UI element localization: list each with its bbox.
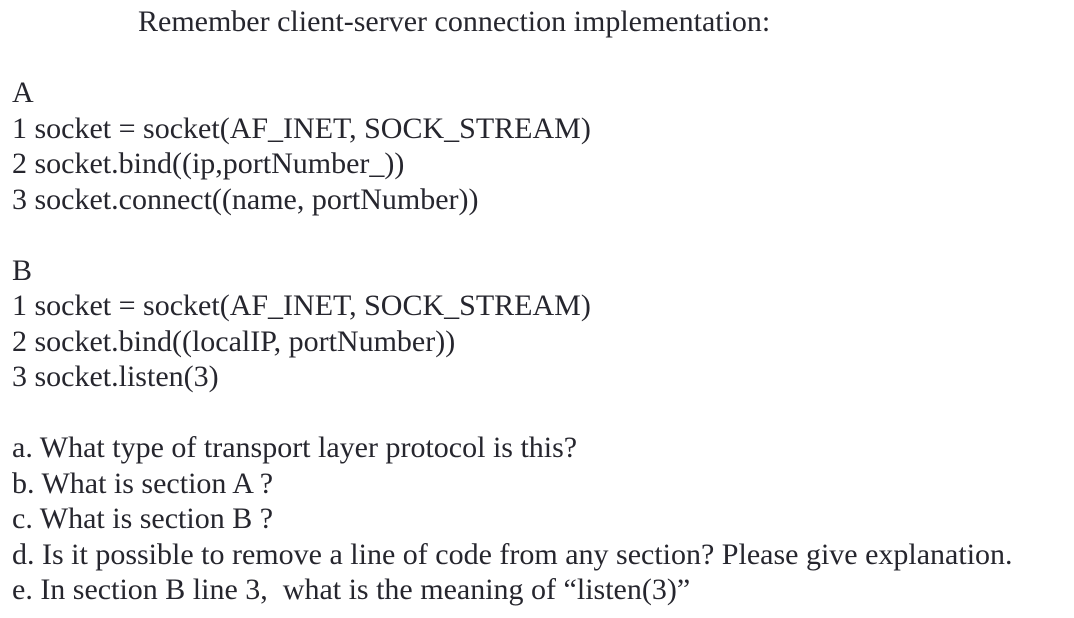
section-a-code-line-2: 2 socket.bind((ip,portNumber_))	[12, 147, 405, 180]
question-a: a. What type of transport layer protocol…	[12, 431, 578, 464]
section-b-code-line-2: 2 socket.bind((localIP, portNumber))	[12, 324, 456, 358]
section-b: B 1 socket = socket(AF_INET, SOCK_STREAM…	[12, 253, 1074, 395]
section-b-code-line-1: 1 socket = socket(AF_INET, SOCK_STREAM)	[12, 289, 591, 322]
blank-line	[12, 40, 1074, 76]
question-d: d. Is it possible to remove a line of co…	[12, 537, 1013, 571]
section-a: A 1 socket = socket(AF_INET, SOCK_STREAM…	[12, 75, 1074, 217]
question-e: e. In section B line 3, what is the mean…	[12, 573, 691, 606]
question-c: c. What is section B ?	[12, 502, 274, 535]
question-list: a. What type of transport layer protocol…	[12, 430, 1074, 608]
section-a-label: A	[12, 76, 34, 109]
section-b-code-line-3: 3 socket.listen(3)	[12, 360, 219, 393]
blank-line	[12, 395, 1074, 431]
question-b: b. What is section A ?	[12, 466, 274, 500]
section-a-code-line-3: 3 socket.connect((name, portNumber))	[12, 182, 479, 216]
section-b-label: B	[12, 253, 33, 287]
document-title: Remember client-server connection implem…	[138, 5, 771, 38]
blank-line	[12, 217, 1074, 253]
section-a-code-line-1: 1 socket = socket(AF_INET, SOCK_STREAM)	[12, 111, 591, 145]
